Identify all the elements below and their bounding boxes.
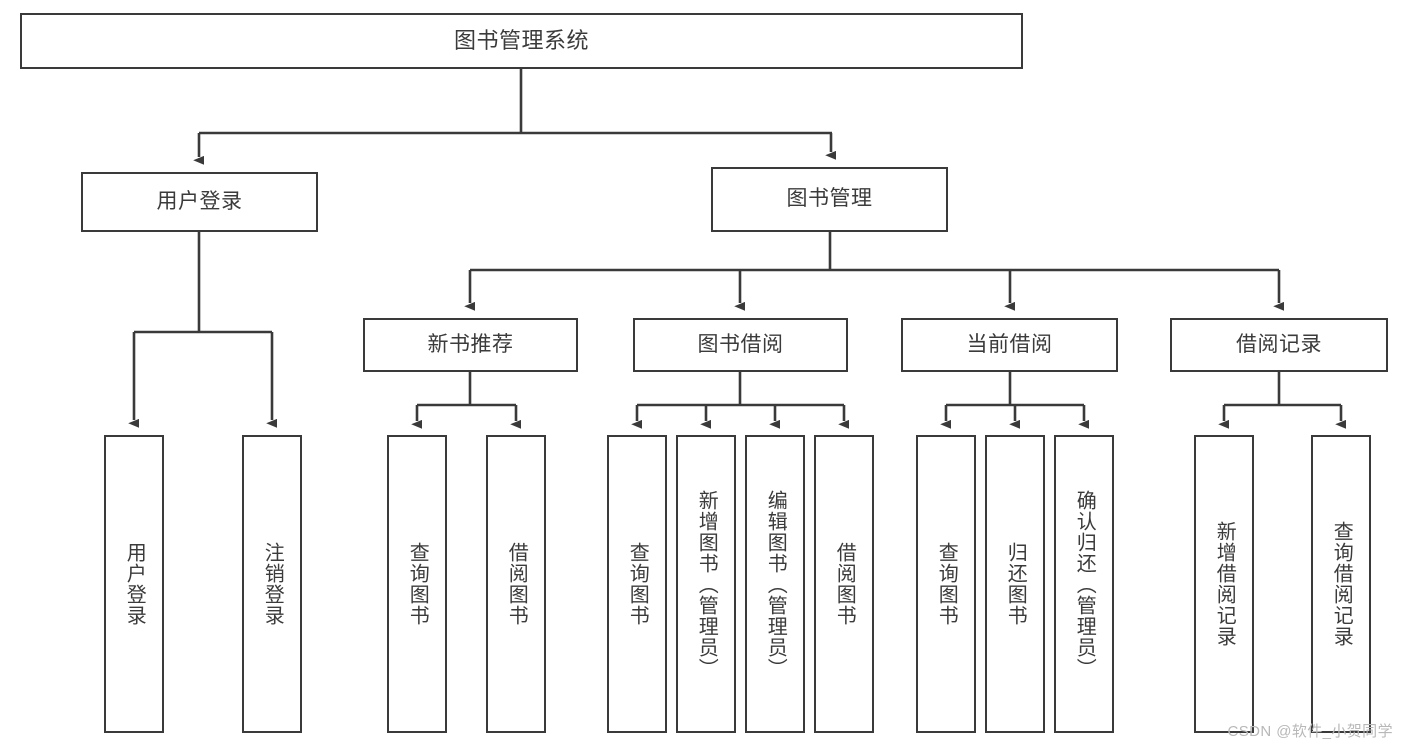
- node-leaf-user-logout[interactable]: 注销登录: [242, 435, 302, 733]
- node-leaf-borrow-book-2[interactable]: 借阅图书: [814, 435, 874, 733]
- node-leaf-borrow-book-1[interactable]: 借阅图书: [486, 435, 546, 733]
- node-book-borrow-label: 图书借阅: [697, 332, 784, 356]
- node-leaf-borrow-book-1-label: 借阅图书: [505, 542, 528, 626]
- node-new-book-recommend[interactable]: 新书推荐: [363, 318, 578, 372]
- watermark: CSDN @软件_小贺同学: [1227, 723, 1393, 740]
- node-user-login-label: 用户登录: [156, 189, 243, 213]
- node-leaf-query-book-3[interactable]: 查询图书: [916, 435, 976, 733]
- node-borrow-record-label: 借阅记录: [1236, 332, 1322, 356]
- node-book-manage[interactable]: 图书管理: [711, 167, 948, 232]
- node-leaf-query-book-2-label: 查询图书: [626, 542, 649, 626]
- node-leaf-query-record-label: 查询借阅记录: [1330, 521, 1353, 647]
- node-book-borrow[interactable]: 图书借阅: [633, 318, 848, 372]
- node-book-manage-label: 图书管理: [786, 187, 873, 211]
- node-leaf-query-book-1-label: 查询图书: [406, 542, 429, 626]
- node-root[interactable]: 图书管理系统: [20, 13, 1023, 69]
- node-leaf-query-book-2[interactable]: 查询图书: [607, 435, 667, 733]
- node-leaf-return-book[interactable]: 归还图书: [985, 435, 1045, 733]
- node-current-borrow[interactable]: 当前借阅: [901, 318, 1118, 372]
- node-leaf-user-logout-label: 注销登录: [261, 542, 284, 626]
- node-current-borrow-label: 当前借阅: [966, 332, 1053, 356]
- node-leaf-confirm-return[interactable]: 确认归还（管理员）: [1054, 435, 1114, 733]
- node-new-book-recommend-label: 新书推荐: [427, 332, 514, 356]
- node-root-label: 图书管理系统: [453, 28, 589, 54]
- node-user-login[interactable]: 用户登录: [81, 172, 318, 232]
- node-leaf-query-record[interactable]: 查询借阅记录: [1311, 435, 1371, 733]
- node-leaf-add-book[interactable]: 新增图书（管理员）: [676, 435, 736, 733]
- node-leaf-return-book-label: 归还图书: [1004, 542, 1027, 626]
- node-leaf-add-record-label: 新增借阅记录: [1213, 521, 1236, 647]
- node-leaf-edit-book[interactable]: 编辑图书（管理员）: [745, 435, 805, 733]
- node-leaf-user-login[interactable]: 用户登录: [104, 435, 164, 733]
- node-leaf-confirm-return-label: 确认归还（管理员）: [1073, 489, 1096, 679]
- node-leaf-edit-book-label: 编辑图书（管理员）: [764, 489, 787, 679]
- node-leaf-add-record[interactable]: 新增借阅记录: [1194, 435, 1254, 733]
- node-leaf-borrow-book-2-label: 借阅图书: [833, 542, 856, 626]
- node-leaf-query-book-3-label: 查询图书: [935, 542, 958, 626]
- node-leaf-query-book-1[interactable]: 查询图书: [387, 435, 447, 733]
- node-leaf-add-book-label: 新增图书（管理员）: [695, 489, 718, 679]
- node-borrow-record[interactable]: 借阅记录: [1170, 318, 1388, 372]
- node-leaf-user-login-label: 用户登录: [123, 542, 146, 626]
